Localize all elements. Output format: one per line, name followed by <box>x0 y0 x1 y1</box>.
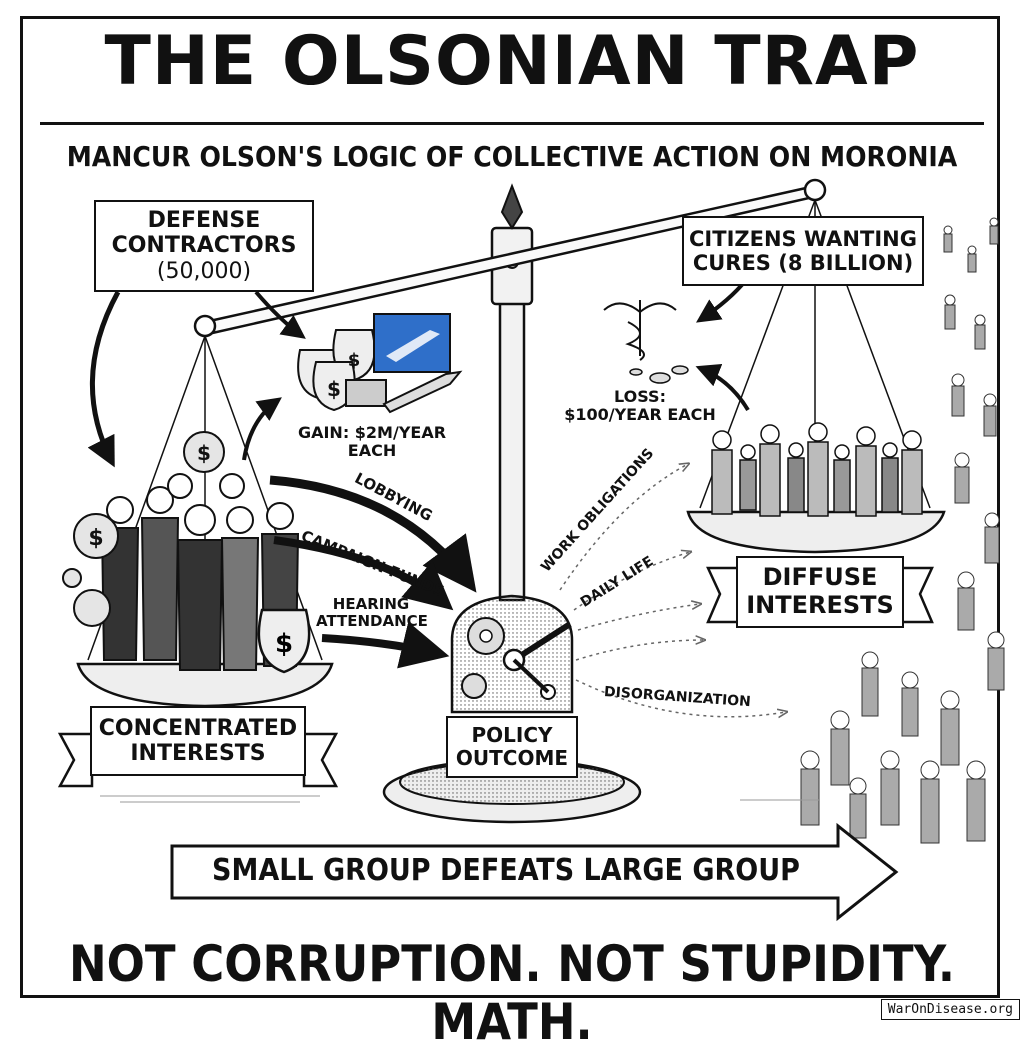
diffuse-line1: DIFFUSE <box>762 563 878 592</box>
balance-beam <box>193 178 827 338</box>
policy-line2: OUTCOME <box>455 746 569 770</box>
citizens-line2: CURES (8 BILLION) <box>692 251 914 275</box>
flow-arrows-left <box>87 290 477 669</box>
concentrated-line2: INTERESTS <box>130 741 266 766</box>
hearing-attendance-label: HEARING ATTENDANCE <box>316 595 428 631</box>
svg-text:$: $ <box>197 441 211 465</box>
defense-contractors-box: DEFENSE CONTRACTORS (50,000) <box>94 200 314 292</box>
money-bag-icon: $ <box>257 608 311 674</box>
concentrated-ribbon <box>57 732 339 788</box>
missile-icon <box>382 370 463 414</box>
citizens-line1: CITIZENS WANTING <box>689 226 917 251</box>
page-subtitle: MANCUR OLSON'S LOGIC OF COLLECTIVE ACTIO… <box>66 140 958 173</box>
title-divider <box>40 122 984 125</box>
gear-icon: $ $ <box>62 431 225 627</box>
svg-text:$: $ <box>275 629 293 659</box>
diffuse-interests-banner: DIFFUSE INTERESTS <box>736 556 904 628</box>
defense-line1: DEFENSE <box>147 208 261 234</box>
hearing-line: HEARING <box>332 595 410 613</box>
svg-text:$: $ <box>327 377 341 401</box>
crowd-people-icon <box>800 217 1005 844</box>
loss-label: LOSS: $100/YEAR EACH <box>560 387 720 425</box>
diffuse-ribbon <box>706 566 934 624</box>
watermark: WarOnDisease.org <box>880 999 1020 1020</box>
citizens-box: CITIZENS WANTING CURES (8 BILLION) <box>682 216 924 286</box>
concentrated-interests-banner: CONCENTRATED INTERESTS <box>90 706 306 776</box>
defense-line2: CONTRACTORS <box>111 233 297 259</box>
bottom-tagline: NOT CORRUPTION. NOT STUPIDITY. MATH. <box>69 935 955 1051</box>
dotted-arrows-right <box>559 464 786 717</box>
diffuse-line2: INTERESTS <box>746 591 894 619</box>
rocket-blueprint-icon <box>373 313 451 373</box>
conclusion-arrow-text: SMALL GROUP DEFEATS LARGE GROUP <box>212 853 800 888</box>
crowd-people-icon <box>711 422 923 517</box>
svg-text:$: $ <box>88 526 103 551</box>
conclusion-arrow-shape <box>170 822 899 922</box>
caduceus-icon <box>603 300 677 361</box>
loss-line1: LOSS: <box>614 387 666 406</box>
concentrated-line1: CONCENTRATED <box>98 715 298 741</box>
policy-machine <box>450 594 574 714</box>
gear-icon <box>461 673 487 699</box>
page-title: THE OLSONIAN TRAP <box>104 22 920 101</box>
coin-icon <box>629 365 689 384</box>
policy-outcome-box: POLICY OUTCOME <box>446 716 578 778</box>
ground-shading <box>100 795 820 803</box>
svg-text:$: $ <box>348 350 361 371</box>
attendance-line: ATTENDANCE <box>316 612 428 631</box>
money-bag-icon: $ $ <box>297 329 387 412</box>
loss-line2: $100/YEAR EACH <box>564 405 716 425</box>
policy-line1: POLICY <box>471 723 553 747</box>
defense-line3: (50,000) <box>156 258 252 284</box>
gain-label: GAIN: $2M/YEAR EACH <box>297 423 447 461</box>
